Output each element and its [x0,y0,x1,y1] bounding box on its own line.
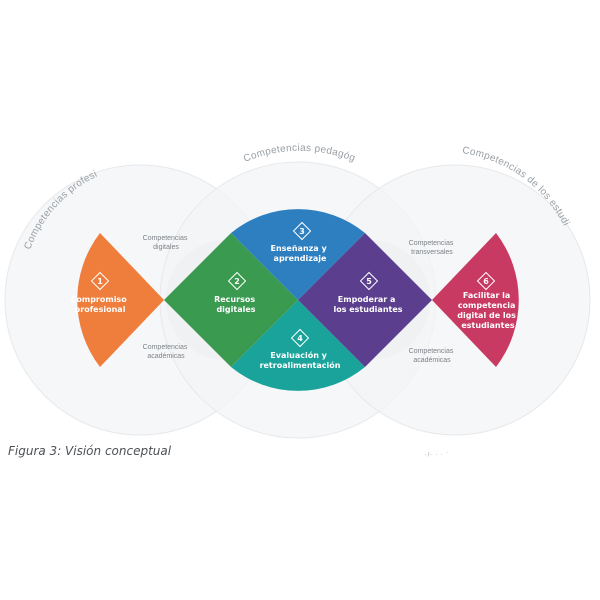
svg-text:5: 5 [366,277,372,286]
area-5-segment [298,233,432,367]
area-6-label: Facilitar la competencia digital de los … [457,291,518,330]
side-label-digital: Competencias digitales [143,235,190,251]
figure-caption: Figura 3: Visión conceptual [8,444,172,458]
svg-text:6: 6 [483,277,489,286]
area-3-badge: 3 [292,221,312,241]
group-label-pedagogical: Competencias pedagógicas [0,0,357,165]
svg-text:4: 4 [297,334,303,343]
side-label-transversal: Competencias transversales [409,240,456,256]
side-label-academic-right: Competencias académicas [409,348,456,364]
svg-text:3: 3 [299,227,305,236]
area-2-badge: 2 [227,271,247,291]
area-3-label: Enseñanza y aprendizaje [271,244,330,263]
area-6-badge: 6 [476,271,496,291]
area-2-label: Recursos digitales [214,295,258,314]
area-6-segment [432,233,519,367]
area-3-segment [231,209,365,300]
area-4-badge: 4 [290,328,310,348]
area-4-segment [231,300,365,391]
area-1-label: Compromiso profesional [70,295,129,314]
svg-text:2: 2 [234,277,240,286]
area-5-label: Empoderar a los estudiantes [333,295,402,314]
svg-text:1: 1 [97,277,103,286]
area-1-segment [77,233,164,367]
side-label-academic-left: Competencias académicas [143,344,190,360]
footer-fragment: ·/· · · ˙ [425,452,450,458]
area-4-label: Evaluación y retroalimentación [260,350,341,370]
area-1-badge: 1 [90,271,110,291]
area-5-badge: 5 [359,271,379,291]
